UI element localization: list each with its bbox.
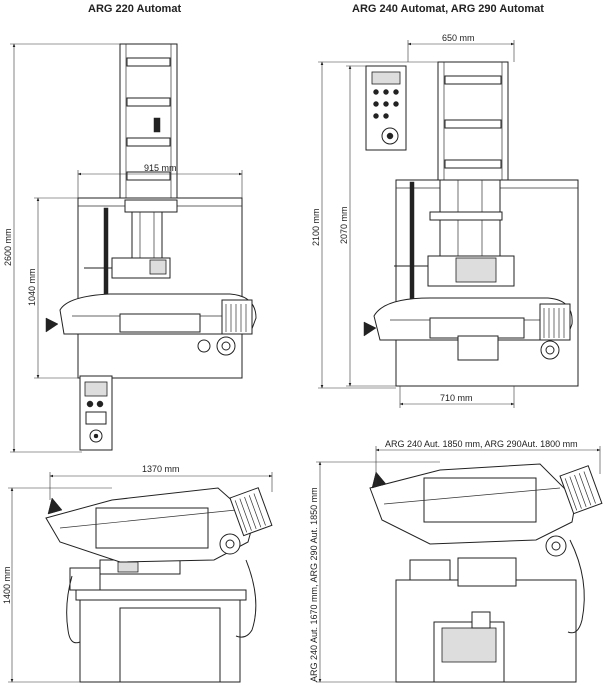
dim-top-width: ARG 240 Aut. 1850 mm, ARG 290Aut. 1800 m… xyxy=(385,439,578,449)
dim-1400: 1400 mm xyxy=(2,566,12,604)
dim-2100: 2100 mm xyxy=(311,208,321,246)
dim-650: 650 mm xyxy=(442,33,475,43)
title-arg220: ARG 220 Automat xyxy=(88,3,182,15)
title-arg240-290: ARG 240 Automat, ARG 290 Automat xyxy=(352,3,544,15)
view-arg220-front xyxy=(10,43,257,453)
dim-710: 710 mm xyxy=(440,393,473,403)
dim-1370: 1370 mm xyxy=(142,464,180,474)
dim-1040: 1040 mm xyxy=(27,268,37,306)
dim-side-height: ARG 240 Aut. 1670 mm, ARG 290 Aut. 1850 … xyxy=(309,487,319,682)
view-arg240-front xyxy=(318,40,579,408)
dim-2600: 2600 mm xyxy=(3,228,13,266)
view-arg240-side xyxy=(316,446,603,683)
dim-915: 915 mm xyxy=(144,163,177,173)
dim-2070: 2070 mm xyxy=(339,206,349,244)
view-arg220-side xyxy=(8,472,273,683)
